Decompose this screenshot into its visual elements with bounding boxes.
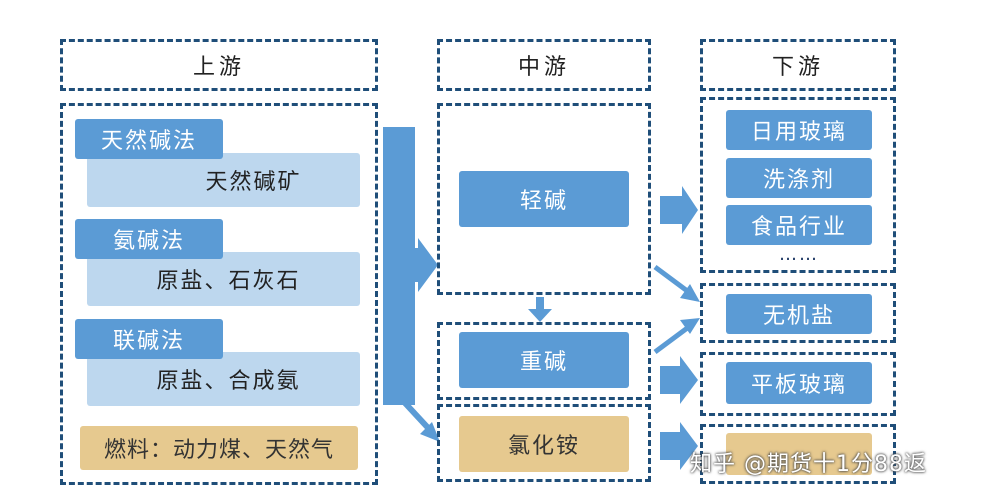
material-joint-soda-label: 原盐、合成氨 — [156, 369, 301, 394]
downstream-daily-glass-label: 日用玻璃 — [750, 120, 847, 145]
header-downstream: 下游 — [700, 39, 896, 91]
downstream-group1-container — [700, 97, 896, 273]
arrow-to-ammonium-head — [420, 422, 440, 442]
downstream-food-industry-label: 食品行业 — [750, 215, 847, 240]
arrow-to-light-soda — [415, 238, 438, 292]
ammonium-chloride-label: 氯化铵 — [507, 434, 580, 459]
light-soda-box: 轻碱 — [459, 171, 629, 227]
header-upstream: 上游 — [60, 39, 378, 91]
midstream-ammonium-container — [437, 404, 651, 482]
header-midstream: 中游 — [437, 39, 651, 91]
downstream-detergent-label: 洗涤剂 — [762, 168, 835, 193]
ammonium-to-downstream-arrow — [660, 422, 698, 470]
heavy-soda-label: 重碱 — [519, 350, 568, 375]
downstream-ellipsis-label: …… — [779, 244, 819, 265]
light-to-inorganic-head — [680, 284, 700, 302]
header-upstream-label: 上游 — [192, 55, 245, 80]
fuel-label: 燃料：动力煤、天然气 — [103, 438, 334, 463]
upstream-vertical-bar — [383, 127, 415, 405]
method-ammonia-soda: 氨碱法 — [75, 219, 223, 259]
downstream-inorganic-container — [700, 283, 896, 343]
method-joint-soda: 联碱法 — [75, 319, 223, 359]
method-natural-alkali-label: 天然碱法 — [100, 129, 197, 154]
heavy-to-inorganic-head — [680, 318, 700, 334]
method-ammonia-soda-label: 氨碱法 — [112, 229, 185, 254]
material-natural-alkali-label: 天然碱矿 — [205, 170, 302, 195]
downstream-detergent: 洗涤剂 — [726, 158, 872, 198]
upstream-container — [60, 103, 378, 485]
downstream-flat-glass-label: 平板玻璃 — [750, 373, 847, 398]
downstream-ellipsis: …… — [779, 244, 819, 265]
watermark: 知乎 @期货十1分88返 — [690, 446, 927, 478]
downstream-ammonium-use — [726, 433, 872, 475]
downstream-flatglass-container — [700, 352, 896, 416]
light-to-heavy-head — [528, 309, 552, 322]
downstream-daily-glass: 日用玻璃 — [726, 110, 872, 150]
ammonium-chloride-box: 氯化铵 — [459, 416, 629, 472]
fuel-box: 燃料：动力煤、天然气 — [80, 426, 358, 470]
downstream-food-industry: 食品行业 — [726, 205, 872, 245]
midstream-heavy-container — [437, 322, 651, 400]
downstream-inorganic-salt-label: 无机盐 — [762, 304, 835, 329]
midstream-light-container — [437, 103, 651, 295]
light-to-inorganic-line — [653, 264, 692, 296]
light-soda-label: 轻碱 — [519, 189, 568, 214]
method-natural-alkali: 天然碱法 — [75, 119, 223, 159]
header-midstream-label: 中游 — [517, 55, 570, 80]
heavy-to-flatglass-arrow — [660, 356, 698, 404]
arrow-to-ammonium-line — [402, 400, 433, 433]
material-ammonia-soda-label: 原盐、石灰石 — [156, 269, 301, 294]
heavy-to-inorganic-line — [653, 323, 692, 355]
downstream-inorganic-salt: 无机盐 — [726, 294, 872, 334]
material-ammonia-soda: 原盐、石灰石 — [87, 252, 360, 306]
downstream-flat-glass: 平板玻璃 — [726, 362, 872, 404]
light-to-group1-arrow — [660, 186, 698, 234]
material-natural-alkali: 天然碱矿 — [87, 153, 360, 207]
header-downstream-label: 下游 — [771, 55, 824, 80]
method-joint-soda-label: 联碱法 — [112, 329, 185, 354]
downstream-ammonium-container — [700, 424, 896, 484]
heavy-soda-box: 重碱 — [459, 332, 629, 388]
light-to-heavy-shaft — [536, 297, 544, 309]
watermark-label: 知乎 @期货十1分88返 — [690, 452, 927, 477]
material-joint-soda: 原盐、合成氨 — [87, 352, 360, 406]
